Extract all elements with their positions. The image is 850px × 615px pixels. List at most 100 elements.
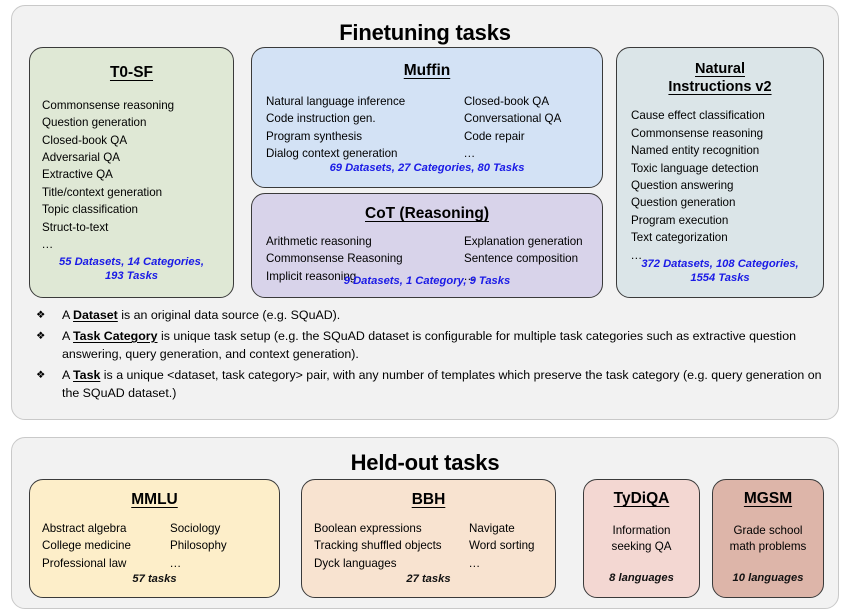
diamond-bullet-icon: ❖ [36,329,46,342]
task-item: Dyck languages [314,556,397,570]
card-title-mgsm: MGSM [743,490,793,507]
card-title-muffin: Muffin [403,62,451,79]
stat-line: 55 Datasets, 14 Categories, [59,255,204,268]
held-out-panel-title: Held-out tasks [350,450,500,475]
card-stats-tydiqa: 8 languages [609,572,674,585]
card-title-bbh: BBH [411,491,446,508]
card-stats-niv2: 372 Datasets, 108 Categories, 1554 Tasks [623,257,817,286]
card-mgsm: MGSM Grade school math problems 10 langu… [712,479,824,598]
definition-text: A Task Category is unique task setup (e.… [62,328,826,364]
card-stats-t0-sf: 55 Datasets, 14 Categories, 193 Tasks [38,255,225,284]
task-item: Explanation generation [464,234,583,248]
task-list-bbh: Boolean expressions Navigate Tracking sh… [314,520,555,572]
definition-suffix: is an original data source (e.g. SQuAD). [117,308,341,322]
definition-term: Task [73,367,101,382]
task-item: Implicit reasoning [266,269,357,283]
card-title-cot: CoT (Reasoning) [365,205,489,222]
task-list-mmlu: Abstract algebra Sociology College medic… [42,520,279,572]
task-item-ellipsis: ... [464,147,476,161]
definition-text: A Dataset is an original data source (e.… [62,307,826,325]
card-mmlu: MMLU Abstract algebra Sociology College … [29,479,280,598]
card-natural-instructions-v2: Natural Instructions v2 Cause effect cla… [616,47,824,298]
card-title-mmlu: MMLU [131,491,178,508]
card-title-niv2: Natural Instructions v2 [617,61,823,96]
definition-prefix: A [62,308,74,322]
card-title-line: Natural [695,61,745,77]
card-tydiqa: TyDiQA Information seeking QA 8 language… [583,479,700,598]
task-item: College medicine [42,539,131,553]
task-item: Sentence composition [464,252,579,266]
task-list-muffin: Natural language inference Closed-book Q… [266,93,602,163]
task-item: Title/context generation [42,185,163,199]
card-cot-reasoning: CoT (Reasoning) Arithmetic reasoning Exp… [251,193,603,298]
definition-term: Task Category [73,328,158,343]
task-item: Closed-book QA [464,94,550,108]
task-list-cot: Arithmetic reasoning Explanation generat… [266,233,602,285]
task-item: Word sorting [469,539,535,553]
definition-suffix: is a unique <dataset, task category> pai… [62,367,822,400]
task-item: Natural language inference [266,94,406,108]
definition-item: ❖ A Task Category is unique task setup (… [36,328,826,364]
task-item-ellipsis: ... [631,248,643,262]
task-item: Boolean expressions [314,521,422,535]
task-item: Toxic language detection [631,161,759,175]
card-muffin: Muffin Natural language inference Closed… [251,47,603,188]
task-item: Philosophy [170,539,227,553]
stat-line: 193 Tasks [104,270,159,283]
stat-line: 1554 Tasks [690,272,750,285]
stat-line: 69 Datasets, 27 Categories, 80 Tasks [329,162,525,175]
card-title-tydiqa: TyDiQA [613,490,670,507]
task-item: Commonsense reasoning [42,98,175,112]
task-item: Named entity recognition [631,144,760,158]
stat-line: 9 Datasets, 1 Category, 9 Tasks [343,275,511,288]
task-item: Professional law [42,556,127,570]
stat-line: 372 Datasets, 108 Categories, [641,257,799,270]
definition-prefix: A [62,328,74,343]
task-item: Abstract algebra [42,521,127,535]
definitions-list: ❖ A Dataset is an original data source (… [36,307,826,406]
task-item: Conversational QA [464,112,562,126]
task-item: Dialog context generation [266,147,398,161]
task-item: Code repair [464,129,525,143]
task-list-t0-sf: Commonsense reasoning Question generatio… [42,97,233,254]
task-item: Program execution [631,213,729,227]
task-item: Struct-to-text [42,220,109,234]
task-list-mgsm: Grade school math problems [713,523,823,556]
task-item-ellipsis: ... [464,269,476,283]
task-item: Program synthesis [266,129,363,143]
definition-prefix: A [62,367,74,382]
task-item-ellipsis: ... [42,238,54,252]
task-item: Question generation [631,196,736,210]
card-title-t0-sf: T0-SF [109,64,154,81]
task-item: Arithmetic reasoning [266,234,372,248]
card-t0-sf: T0-SF Commonsense reasoning Question gen… [29,47,234,298]
task-item: Question answering [631,178,734,192]
definition-item: ❖ A Dataset is an original data source (… [36,307,826,325]
task-item: Commonsense Reasoning [266,252,403,266]
task-list-niv2: Cause effect classification Commonsense … [631,107,823,264]
card-stats-muffin: 69 Datasets, 27 Categories, 80 Tasks [260,161,594,176]
task-item: Text categorization [631,231,728,245]
task-item: Closed-book QA [42,133,128,147]
finetuning-panel-title: Finetuning tasks [339,20,511,45]
task-item: Cause effect classification [631,109,765,123]
task-item: Tracking shuffled objects [314,539,442,553]
definition-item: ❖ A Task is a unique <dataset, task cate… [36,367,826,403]
task-item: Grade school [733,523,803,537]
task-item: seeking QA [611,540,672,554]
definition-term: Dataset [73,308,118,322]
task-item: math problems [729,540,807,554]
task-item: Topic classification [42,203,139,217]
task-item: Extractive QA [42,168,113,182]
task-item-ellipsis: ... [170,556,182,570]
task-item-ellipsis: ... [469,556,481,570]
task-item: Commonsense reasoning [631,126,764,140]
task-item: Navigate [469,521,515,535]
card-stats-mmlu: 57 tasks [132,573,177,586]
diamond-bullet-icon: ❖ [36,309,46,321]
card-stats-bbh: 27 tasks [406,573,451,586]
task-item: Information [612,523,671,537]
diamond-bullet-icon: ❖ [36,368,46,381]
definition-suffix: is unique task setup (e.g. the SQuAD dat… [62,328,796,361]
